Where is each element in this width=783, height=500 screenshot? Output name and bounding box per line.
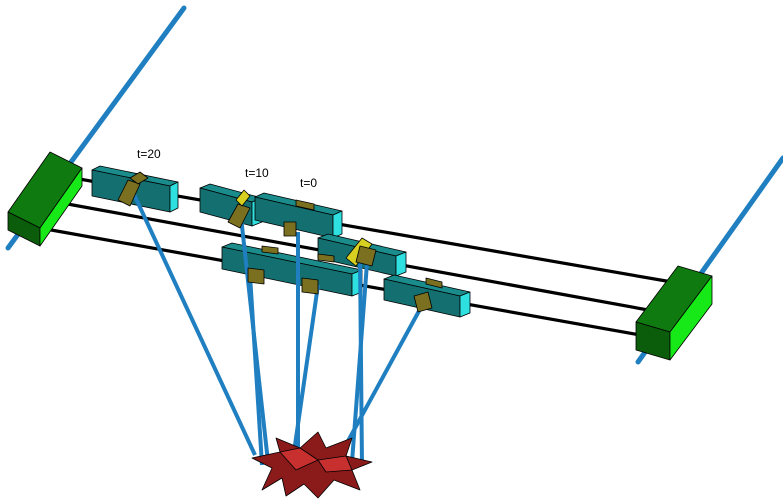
joint-mid-d (317, 253, 335, 263)
cable-c (248, 274, 264, 466)
payload (251, 431, 373, 499)
joint-mid-c (301, 277, 319, 295)
joint-t0-b (295, 199, 315, 211)
joint-t10 (227, 203, 251, 229)
carriage-t0-upper (254, 192, 343, 239)
joint-lower-right (413, 291, 433, 313)
right-end-block-side (669, 275, 713, 361)
joint-mid-b (261, 245, 279, 255)
cable-a (130, 189, 257, 456)
right-end-block (635, 265, 713, 361)
joint-mid-a (247, 267, 265, 285)
time-label-t20: t=20 (137, 147, 161, 161)
time-label-t10: t=10 (245, 166, 269, 180)
cable-g (358, 257, 364, 467)
joint-t20 (117, 179, 141, 207)
joint-t20-top (129, 171, 149, 185)
joint-lower-right-top (425, 277, 443, 289)
left-end-block-side (39, 167, 83, 247)
payload-cables (130, 189, 427, 481)
joint-right-a (355, 245, 377, 267)
joints (117, 171, 443, 313)
payload-highlight-2 (317, 455, 353, 473)
time-label-t0: t=0 (300, 176, 317, 190)
time-labels: t=20 t=10 t=0 (137, 147, 317, 190)
joint-t10-highlight (235, 189, 251, 207)
left-end-block (7, 151, 83, 247)
carriage-lower-left (221, 242, 363, 297)
joint-t0-a (283, 221, 297, 237)
